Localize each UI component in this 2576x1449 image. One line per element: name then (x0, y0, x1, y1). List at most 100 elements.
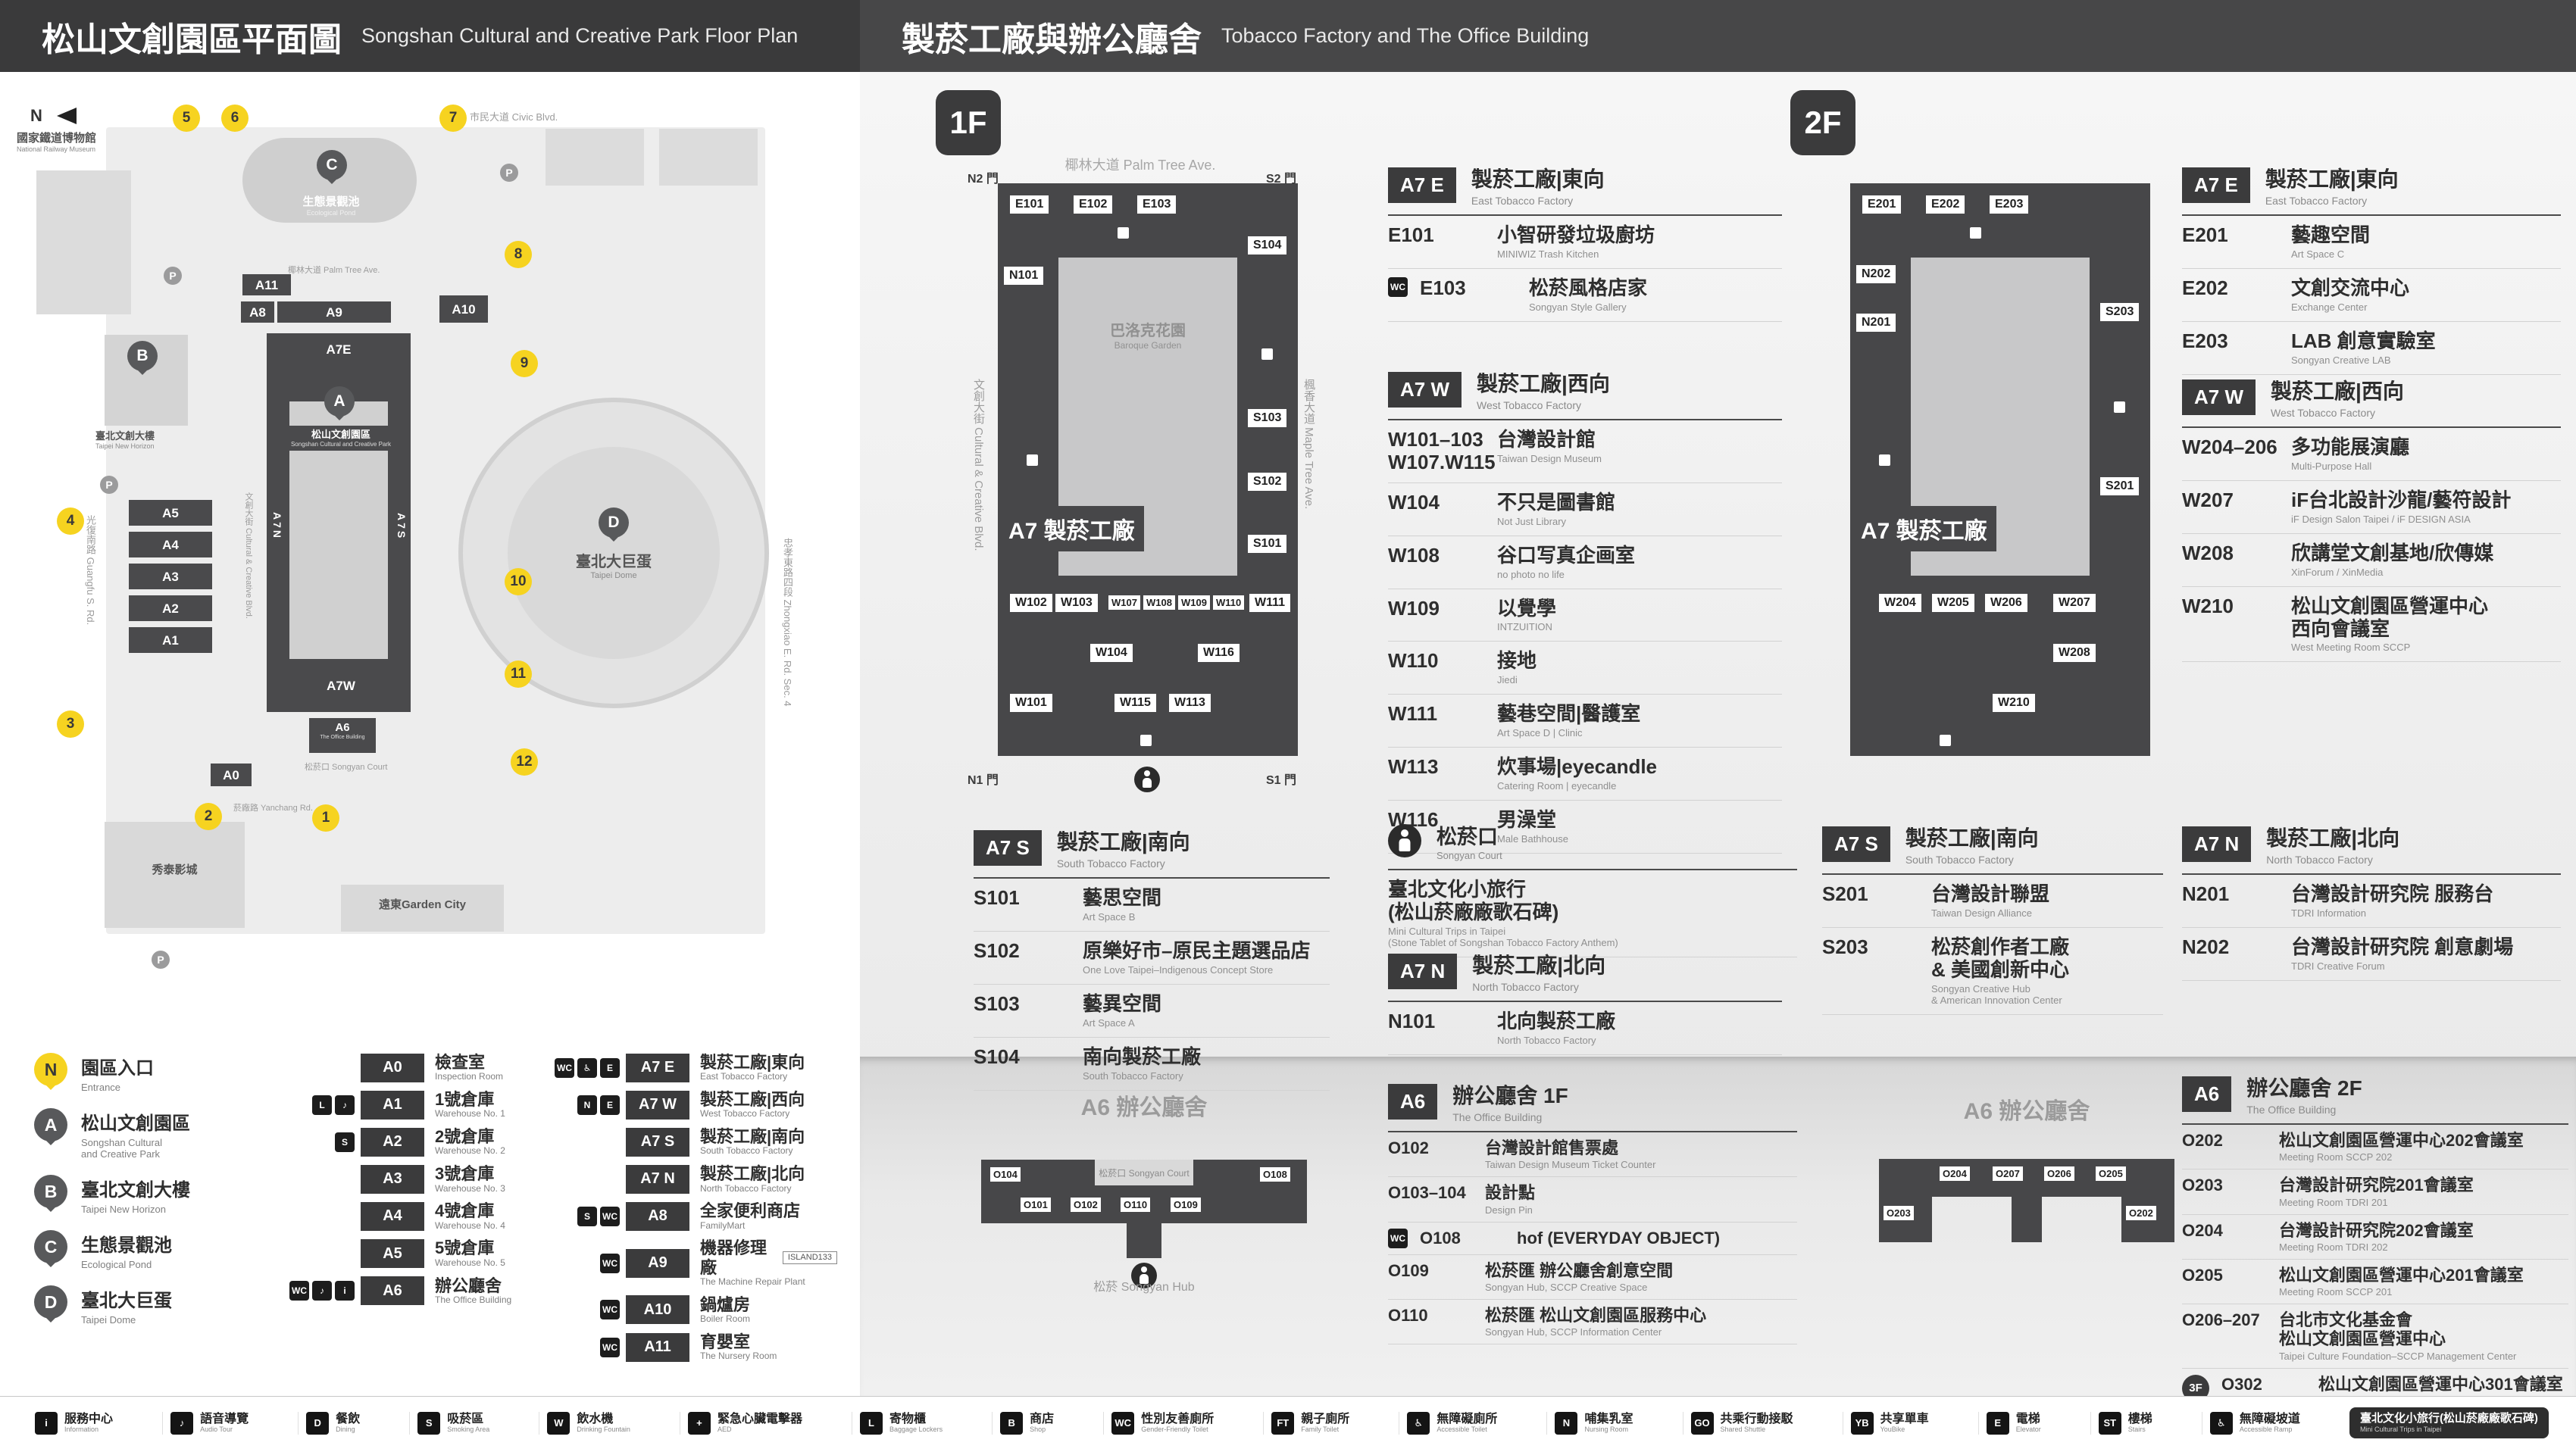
right-title-zh: 製菸工廠與辦公廳舍 (902, 20, 1202, 58)
street-maple-ave-plan: 楓香大道 Maple Tree Ave. (1302, 379, 1315, 510)
accessible-ramp-icon: ♿ (2209, 1411, 2233, 1435)
parking-icon: P (500, 164, 518, 182)
street-guangfu: 光復南路 Guangfu S. Rd. (85, 515, 96, 626)
plan-1f: 椰林大道 Palm Tree Ave. 文創大街 Cultural & Crea… (966, 151, 1315, 818)
a6-1f-title: A6 辦公廳舍 (1080, 1095, 1208, 1120)
compass-label: N (30, 106, 42, 125)
restroom-icon: WC (1388, 1228, 1408, 1248)
gate-n2: N2 門 (968, 173, 999, 186)
elevator-icon: E (600, 1057, 620, 1078)
a6-plan-2f: O204 O207 O206 O205 O203 O202 (1879, 1129, 2174, 1284)
room-code: N202 (2182, 935, 2230, 958)
marker-B: B (34, 1175, 67, 1208)
building-a0: A0 (211, 764, 252, 786)
facility-icon (1879, 454, 1890, 466)
room-chip: W110 (1213, 595, 1245, 610)
room-chip: W103 (1055, 594, 1098, 612)
family-toilet-icon: FT (1271, 1411, 1295, 1435)
street-civic-blvd: 市民大道 Civic Blvd. (470, 111, 558, 123)
information-icon: i (35, 1411, 58, 1435)
entrance-marker-9: 9 (511, 350, 538, 377)
dining-icon: D (306, 1411, 330, 1435)
room-chip: O108 (1260, 1167, 1290, 1182)
building-code-badge: A6 (361, 1276, 424, 1306)
entrance-marker-5: 5 (173, 105, 200, 132)
marker-D: D (34, 1285, 67, 1319)
street-cc-blvd: 文創大街 Cultural & Creative Blvd. (244, 492, 253, 619)
room-code: W101–103 W107.W115 (1388, 428, 1496, 473)
section-code-badge: A7 S (1822, 826, 1890, 862)
building-code-badge: A11 (626, 1332, 689, 1362)
compass-arrow-icon (48, 108, 77, 124)
room-code: E103 (1420, 276, 1466, 299)
park-name-label: 松山文創園區 Songshan Cultural and Creative Pa… (282, 426, 400, 451)
gate-s2: S2 門 (1266, 173, 1297, 186)
room-chip: N101 (1004, 267, 1044, 285)
facility-icon (1970, 227, 1981, 239)
garden-city-label: 遠東Garden City (378, 898, 467, 911)
dome-annex-block (546, 129, 644, 186)
room-chip: W207 (2053, 594, 2096, 612)
drinking-fountain-icon: W (547, 1411, 571, 1435)
entrance-marker-1: 1 (312, 804, 339, 832)
youbike-icon: YB (1850, 1411, 1874, 1435)
park-map: N 市民大道 Civic Blvd. 國家鐵道博物館 National Rail… (15, 83, 845, 1026)
smoking-icon: S (335, 1132, 355, 1152)
room-chip: E202 (1926, 195, 1965, 214)
entrance-marker-10: 10 (505, 568, 532, 595)
facility-icon (1140, 735, 1152, 746)
street-zhongxiao: 忠孝東路四段 Zhongxiao E. Rd. Sec. 4 (782, 538, 793, 707)
section-code-badge: A7 E (1388, 167, 1456, 203)
facility-icon (1118, 227, 1129, 239)
section-code-badge: A7 N (2182, 826, 2252, 862)
room-code: N201 (2182, 882, 2230, 905)
building-a6-label: A6 The Office Building (320, 721, 365, 740)
entrance-marker-3: 3 (57, 710, 84, 738)
railway-museum-label: 國家鐵道博物館 National Railway Museum (17, 132, 97, 153)
marker-C: C (317, 150, 347, 180)
accessible-toilet-icon: ♿ (1407, 1411, 1430, 1435)
audio-tour-icon: ♪ (170, 1411, 194, 1435)
section-code-badge: A7 N (1388, 953, 1458, 989)
facility-icon (1027, 454, 1038, 466)
entrance-marker-8: 8 (505, 241, 532, 268)
building-code-badge: A10 (626, 1295, 689, 1325)
gate-n1: N1 門 (968, 774, 999, 787)
room-chip: S103 (1248, 409, 1287, 427)
